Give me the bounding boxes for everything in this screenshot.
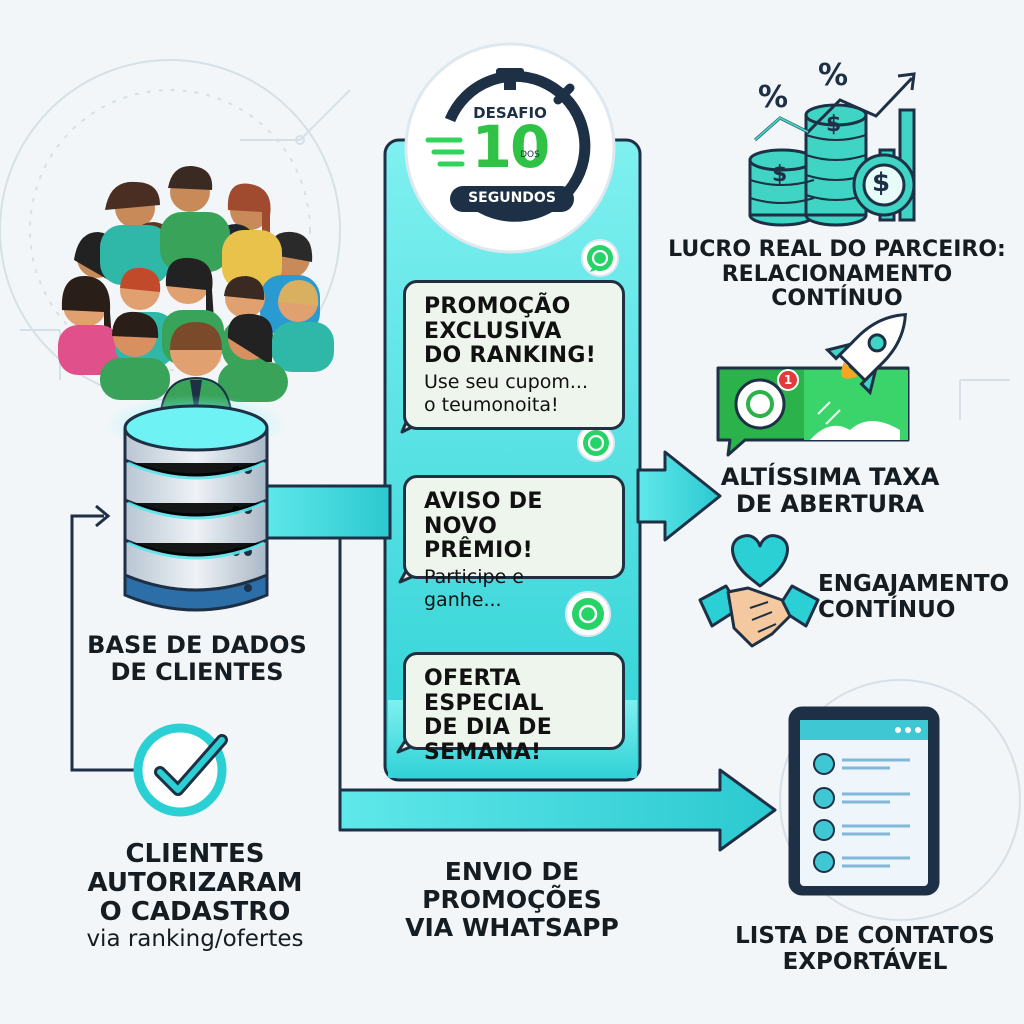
message-bubble-3: OFERTA ESPECIAL DE DIA DE SEMANA! [403,652,625,765]
open-rate-label: ALTÍSSIMA TAXA DE ABERTURA [700,464,960,518]
dollar-icon-2: $ [826,112,842,137]
engagement-label: ENGAJAMENTO CONTÍNUO [818,571,1018,624]
logo-dos-text: DOS [520,150,540,160]
message-1-title-line1: PROMOÇÃO [424,294,571,319]
channel-label-line1: ENVIO DE [444,857,580,886]
database-label-line2: DE CLIENTES [110,657,284,686]
logo-desafio-text: DESAFIO [473,104,547,122]
heart-handshake-icon [698,534,820,648]
checkmark-icon [133,723,228,817]
authorization-label-line3: O CADASTRO [99,897,291,928]
dollar-icon-1: $ [772,162,788,187]
engagement-label-line1: ENGAJAMENTO [818,571,1010,597]
logo-number-text: 10 [471,113,551,181]
export-label-line1: LISTA DE CONTATOS [735,923,995,949]
message-1-title-line3: DO RANKING! [424,343,597,369]
stopwatch-logo-icon [404,42,616,254]
authorization-label: CLIENTES AUTORIZARAM O CADASTRO via rank… [50,839,340,953]
money-growth-icon [748,72,916,227]
message-2-body-line1: Participe e ganhe... [424,565,524,611]
people-group-icon [58,165,334,426]
database-label-line1: BASE DE DADOS [87,631,307,659]
authorization-label-line2: AUTORIZARAM [87,868,303,899]
message-1-title-line2: EXCLUSIVA [424,318,562,344]
channel-label-line3: VIA WHATSAPP [405,913,619,942]
dollar-icon-3: $ [872,168,891,198]
database-icon [106,395,286,612]
message-3-title-line2: DE DIA DE [424,715,553,741]
profit-label: LUCRO REAL DO PARCEIRO: RELACIONAMENTO C… [660,237,1014,312]
percent-icon-1: % [758,80,789,115]
whatsapp-icon-1 [581,239,619,277]
message-3-title-line3: SEMANA! [424,739,542,765]
message-3-title-line1: OFERTA ESPECIAL [424,666,544,716]
message-bubble-1: PROMOÇÃO EXCLUSIVA DO RANKING! Use seu c… [403,280,625,430]
message-2-title-line2: PRÊMIO! [424,538,534,564]
channel-label-line2: PROMOÇÕES [422,885,602,914]
whatsapp-icon-2 [577,424,615,462]
message-1-body-line1: Use seu cupom... [424,370,589,393]
feedback-arrow [70,504,140,772]
profit-label-line1: LUCRO REAL DO PARCEIRO: [668,237,1006,262]
export-label: LISTA DE CONTATOS EXPORTÁVEL [712,923,1018,976]
message-bubble-2: AVISO DE NOVO PRÊMIO! Participe e ganhe.… [403,475,625,611]
whatsapp-rocket-card-icon [716,313,910,457]
channel-label: ENVIO DE PROMOÇÕES VIA WHATSAPP [392,858,632,942]
whatsapp-icon-3 [565,591,611,637]
profit-label-line2: RELACIONAMENTO CONTÍNUO [721,261,953,312]
message-1-body-line2: o teumonoita! [424,393,559,416]
tablet-contacts-icon [788,706,940,896]
logo-segundos-text: SEGUNDOS [468,190,556,206]
authorization-label-line1: CLIENTES [125,839,265,869]
message-2-title-line1: AVISO DE NOVO [424,489,543,539]
open-rate-label-line2: DE ABERTURA [735,489,925,518]
notification-count-badge: 1 [783,373,793,387]
open-rate-label-line1: ALTÍSSIMA TAXA [720,463,940,491]
database-label: BASE DE DADOS DE CLIENTES [66,632,328,686]
authorization-subtitle: via ranking/ofertes [86,926,304,953]
export-label-line2: EXPORTÁVEL [782,948,948,975]
percent-icon-2: % [818,58,849,93]
engagement-label-line2: CONTÍNUO [818,596,956,623]
